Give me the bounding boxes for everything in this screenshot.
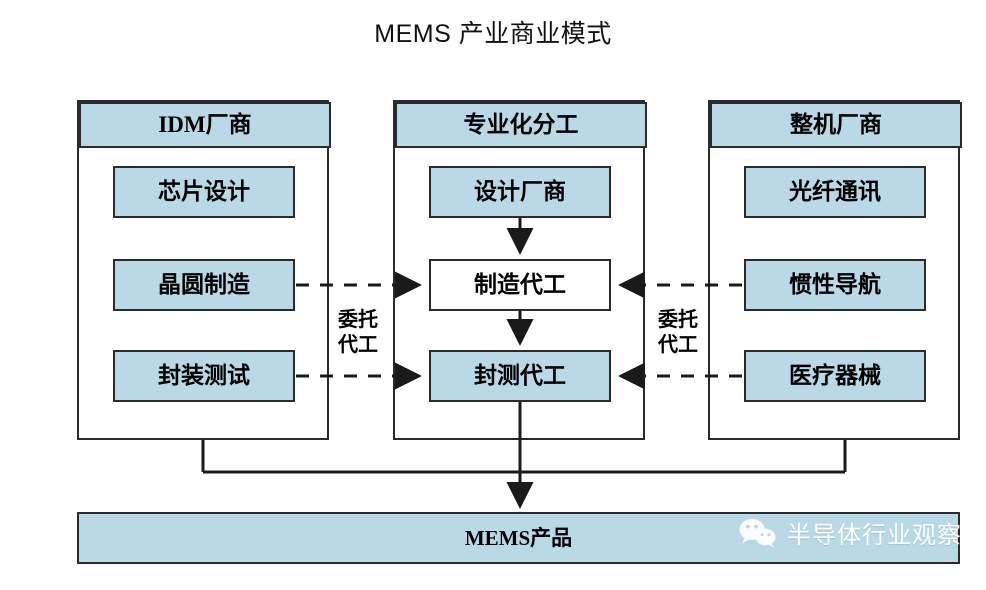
column-idm-header-label: IDM厂商 bbox=[158, 112, 252, 137]
column-oem-header-label: 整机厂商 bbox=[790, 112, 882, 137]
connector-label-right-line1: 委托 bbox=[658, 309, 698, 331]
node-packaging-test-foundry-label: 封测代工 bbox=[474, 363, 566, 388]
column-oem-header: 整机厂商 bbox=[710, 102, 962, 148]
connector-label-right-line2: 代工 bbox=[658, 334, 698, 356]
column-specialization-header-label: 专业化分工 bbox=[463, 112, 579, 137]
node-optical-fiber-communication[interactable]: 光纤通讯 bbox=[744, 166, 926, 218]
watermark: 半导体行业观察 bbox=[738, 515, 962, 550]
node-manufacturing-foundry-label: 制造代工 bbox=[474, 272, 566, 297]
connector-label-right: 委托 代工 bbox=[650, 308, 706, 358]
connector-label-left-line2: 代工 bbox=[338, 334, 378, 356]
node-medical-devices-label: 医疗器械 bbox=[789, 363, 881, 388]
node-design-house-label: 设计厂商 bbox=[474, 179, 566, 204]
node-manufacturing-foundry[interactable]: 制造代工 bbox=[429, 259, 611, 311]
bottom-bar-label: MEMS产品 bbox=[464, 526, 573, 550]
connector-label-left: 委托 代工 bbox=[330, 308, 386, 358]
node-chip-design-label: 芯片设计 bbox=[158, 179, 250, 204]
page-title: MEMS 产业商业模式 bbox=[374, 20, 612, 48]
node-medical-devices[interactable]: 医疗器械 bbox=[744, 350, 926, 402]
node-inertial-navigation-label: 惯性导航 bbox=[789, 272, 881, 297]
node-wafer-manufacturing-label: 晶圆制造 bbox=[158, 272, 250, 297]
node-optical-fiber-communication-label: 光纤通讯 bbox=[789, 179, 881, 204]
node-inertial-navigation[interactable]: 惯性导航 bbox=[744, 259, 926, 311]
wechat-icon bbox=[739, 518, 776, 547]
column-specialization-header: 专业化分工 bbox=[395, 102, 647, 148]
bottom-bar-mems-products[interactable]: MEMS产品 bbox=[77, 512, 960, 564]
connector-label-left-line1: 委托 bbox=[338, 309, 378, 331]
node-wafer-manufacturing[interactable]: 晶圆制造 bbox=[113, 259, 295, 311]
node-design-house[interactable]: 设计厂商 bbox=[429, 166, 611, 218]
node-packaging-testing-label: 封装测试 bbox=[158, 363, 250, 388]
column-idm-header: IDM厂商 bbox=[79, 102, 331, 148]
node-packaging-testing[interactable]: 封装测试 bbox=[113, 350, 295, 402]
watermark-text: 半导体行业观察 bbox=[787, 522, 962, 549]
node-packaging-test-foundry[interactable]: 封测代工 bbox=[429, 350, 611, 402]
node-chip-design[interactable]: 芯片设计 bbox=[113, 166, 295, 218]
